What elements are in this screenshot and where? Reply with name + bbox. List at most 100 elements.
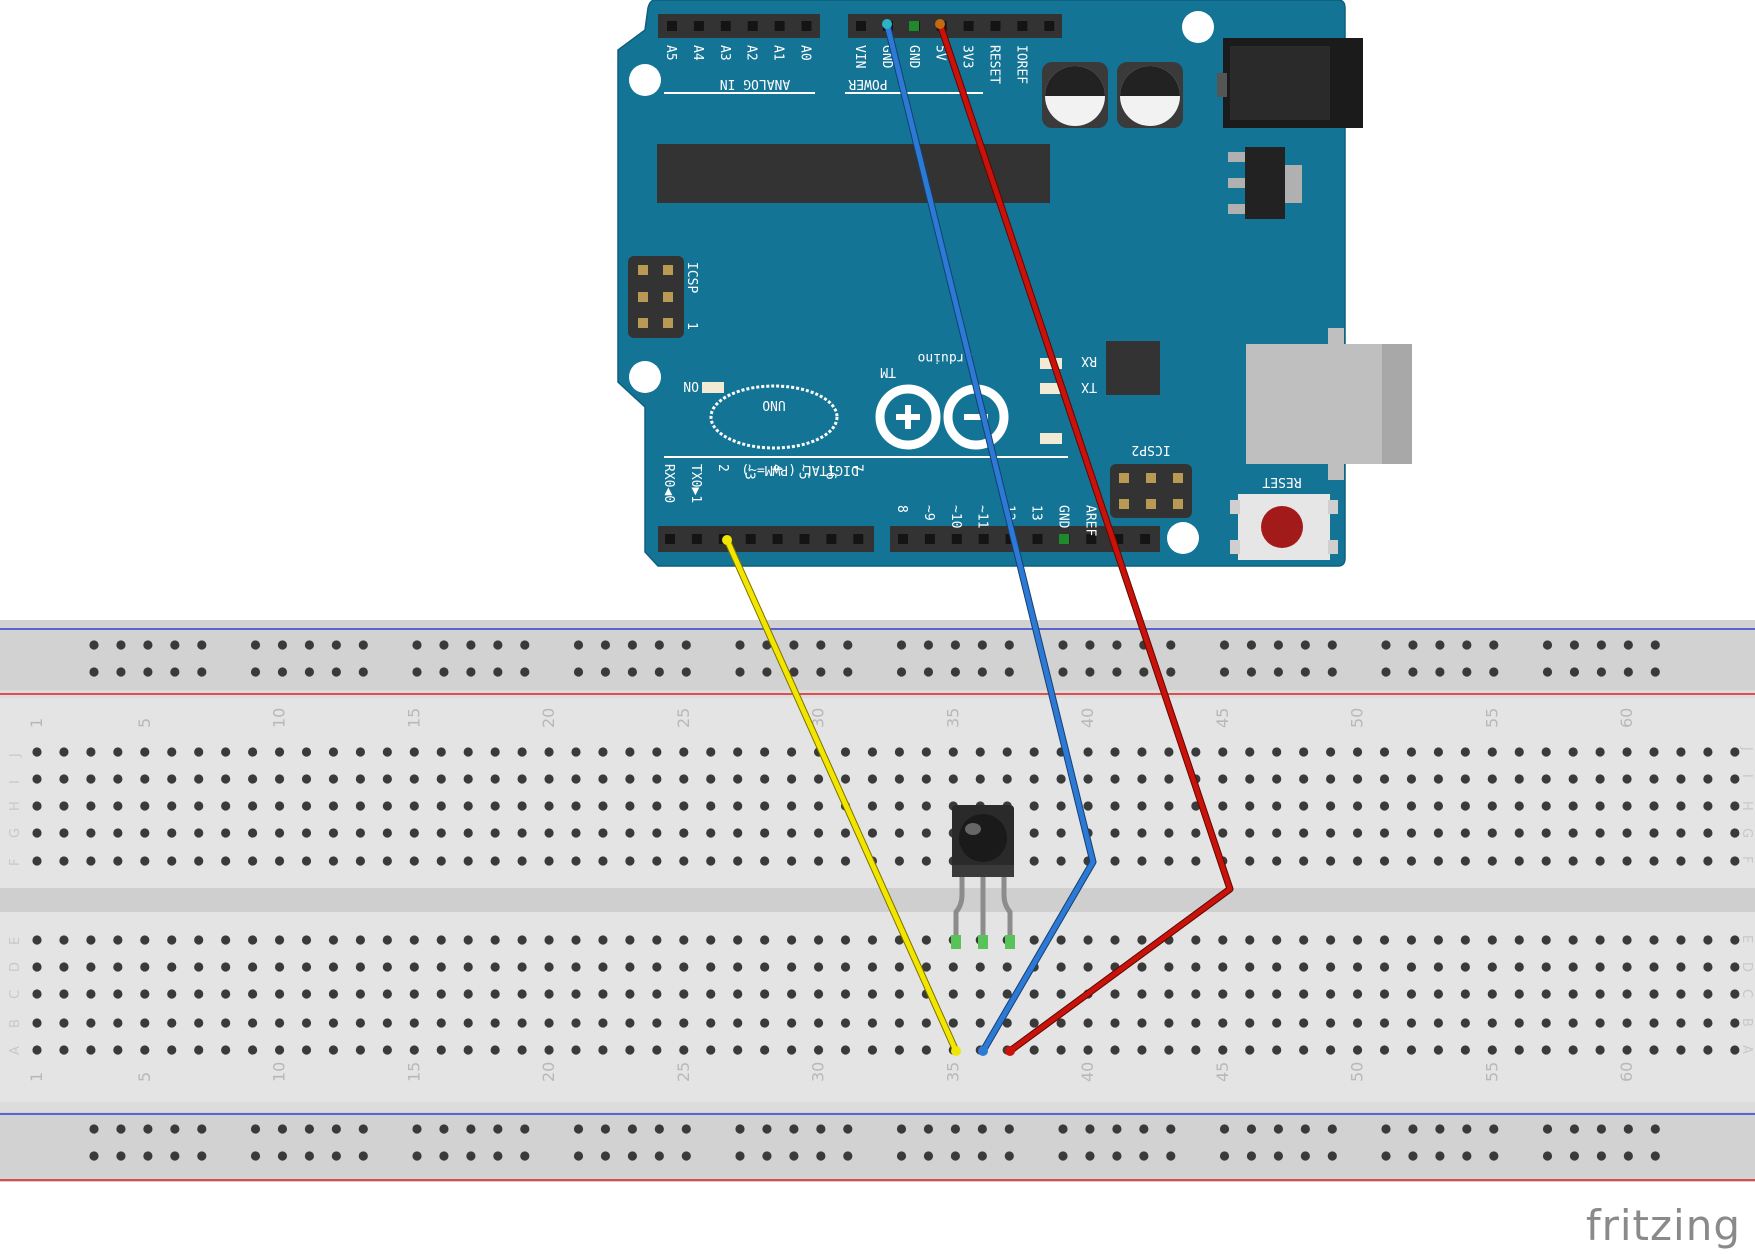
rail-hole [331,667,341,677]
breadboard-hole [1272,828,1282,838]
tx-led [1040,383,1062,394]
breadboard-hole [1110,774,1120,784]
breadboard-row-letter: I [1739,774,1754,778]
breadboard-hole [274,801,285,811]
rail-hole [573,640,584,650]
breadboard-hole [1299,1018,1309,1028]
fritzing-logo: fritzing [1585,1201,1741,1250]
icsp-pin [1119,499,1129,509]
breadboard-column-number: 60 [1617,708,1636,728]
breadboard-hole [32,828,42,838]
breadboard-hole [517,801,527,811]
header-pin [772,534,783,544]
breadboard-hole [221,962,231,972]
breadboard-hole [1352,747,1363,757]
rail-hole [896,667,907,677]
breadboard-hole [140,774,150,784]
breadboard-hole [1002,962,1012,972]
rail-hole [843,667,853,677]
breadboard-hole [59,989,69,999]
rail-hole [1408,667,1418,677]
rail-hole [1381,1124,1391,1134]
digital-pin-label: GND [1055,505,1070,529]
breadboard-hole [355,962,365,972]
breadboard-hole [867,989,878,999]
breadboard-hole [894,1045,905,1055]
breadboard-hole [59,801,69,811]
breadboard-hole [813,989,824,999]
rail-hole [1300,1124,1310,1134]
breadboard-hole [787,1045,797,1055]
rail-hole [600,667,611,677]
breadboard-hole [625,989,635,999]
breadboard-hole [1703,935,1713,945]
breadboard-hole [1730,1018,1740,1028]
breadboard-hole [1056,774,1066,784]
usb-connector [1246,328,1412,480]
breadboard-hole [1406,1018,1417,1028]
breadboard-hole [571,1018,581,1028]
rail-hole [170,1124,180,1134]
rail-hole [1327,1124,1337,1134]
rail-hole [1058,1151,1068,1161]
breadboard-hole [1272,1045,1282,1055]
breadboard-hole [1703,1018,1713,1028]
rail-hole [197,1124,207,1134]
rail-hole [1166,1151,1176,1161]
rail-hole [1542,667,1553,677]
breadboard-hole [760,801,770,811]
rail-hole [358,667,368,677]
digital-pin-label: TX0▶1 [688,464,703,503]
breadboard-hole [1541,747,1551,757]
center-channel [0,888,1755,912]
header-pin [667,21,677,31]
breadboard-hole [1056,989,1066,999]
breadboard-hole [248,774,258,784]
digital-pin-label: ~10 [948,505,963,528]
breadboard-hole [32,962,42,972]
breadboard-hole [1406,1045,1417,1055]
breadboard-hole [140,989,150,999]
breadboard-hole [1245,747,1255,757]
rail-hole [358,1124,368,1134]
rail-hole [439,667,449,677]
voltage-regulator [1228,147,1302,219]
breadboard-row-letter: D [1739,962,1754,972]
breadboard-column-number: 20 [539,1062,558,1082]
breadboard-hole [1245,774,1255,784]
breadboard-hole [679,989,689,999]
breadboard-hole [1056,962,1066,972]
breadboard-column-number: 50 [1348,1062,1367,1082]
rail-hole [762,1124,772,1134]
reset-button[interactable] [1230,494,1338,560]
icsp-pin [638,318,648,328]
breadboard-hole [1379,935,1390,945]
breadboard-hole [1649,774,1659,784]
breadboard-hole [1029,1018,1039,1028]
breadboard-hole [1541,935,1551,945]
header-pin [1032,534,1043,544]
breadboard-column-number: 45 [1213,1062,1232,1082]
breadboard-hole [517,774,527,784]
analog-pin-label: A3 [717,45,732,61]
breadboard-hole [221,935,231,945]
breadboard-hole [140,1045,150,1055]
header-pin [1140,534,1151,544]
breadboard-hole [813,935,824,945]
breadboard-hole [436,828,446,838]
mounting-hole [629,64,661,96]
rail-hole [1596,667,1606,677]
breadboard-hole [167,747,177,757]
breadboard-hole [221,747,231,757]
rail-hole [331,1151,341,1161]
breadboard-hole [167,962,177,972]
breadboard-hole [167,774,177,784]
breadboard-hole [355,801,365,811]
rail-hole [1300,667,1310,677]
breadboard-hole [1029,774,1039,784]
breadboard-hole [1083,935,1093,945]
breadboard-column-number: 10 [270,708,289,728]
breadboard-hole [921,774,931,784]
rail-hole [654,1124,664,1134]
